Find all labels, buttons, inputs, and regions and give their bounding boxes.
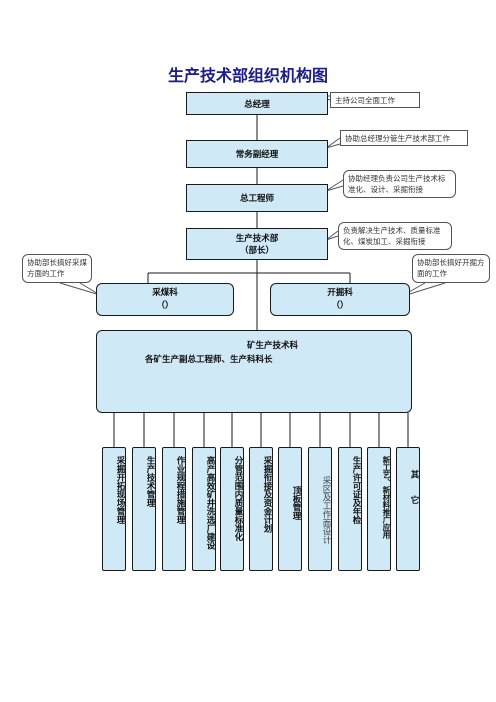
tunneling-label: 开掘科 bbox=[327, 288, 353, 298]
coal-mining-section-box: 采煤科 （） bbox=[96, 283, 234, 316]
function-column: 顶板管理 bbox=[278, 447, 302, 571]
executive-deputy-label: 常务副经理 bbox=[235, 150, 279, 160]
function-column: 分管范围内质量标准化 bbox=[220, 447, 244, 571]
tech-dept-label: 生产技术部 bbox=[235, 234, 279, 244]
chart-title: 生产技术部组织机构图 bbox=[167, 66, 328, 85]
function-column: 高产高效矿井洗选厂建设 bbox=[192, 447, 216, 571]
function-column: 作业规程措施管理 bbox=[162, 447, 186, 571]
note-tech-dept: 负责解决生产技术、质量标准化、煤炭加工、采掘衔接 bbox=[338, 222, 452, 250]
function-column: 新工艺、新材料推广应用 bbox=[367, 447, 391, 571]
tunneling-section-box: 开掘科 （） bbox=[270, 283, 410, 316]
function-column: 其 它 bbox=[396, 447, 420, 571]
tech-dept-head: （部长） bbox=[239, 246, 274, 256]
mine-tech-label: 矿生产技术科 bbox=[247, 341, 299, 351]
function-column: 采掘开拓现场管理 bbox=[102, 447, 126, 571]
executive-deputy-box: 常务副经理 bbox=[186, 140, 328, 168]
coal-mining-label: 采煤科 bbox=[152, 288, 178, 298]
note-chief-engineer: 协助经理负责公司生产技术标准化、设计、采掘衔接 bbox=[343, 170, 456, 198]
note-coal-mining: 协助部长搞好采煤方面的工作 bbox=[22, 254, 92, 283]
chief-engineer-label: 总工程师 bbox=[239, 194, 274, 204]
note-general-manager: 主持公司全面工作 bbox=[330, 92, 420, 108]
coal-mining-head: （） bbox=[156, 301, 174, 311]
tunneling-head: （） bbox=[331, 301, 349, 311]
note-tunneling: 协助部长搞好开掘方面的工作 bbox=[412, 254, 490, 283]
function-column: 生产技术管理 bbox=[132, 447, 156, 571]
chief-engineer-box: 总工程师 bbox=[186, 184, 328, 212]
general-manager-box: 总经理 bbox=[186, 92, 328, 115]
function-column: 采区及工作面设计 bbox=[308, 447, 332, 571]
tech-dept-box: 生产技术部 （部长） bbox=[186, 228, 328, 260]
function-column: 生产许可证及年检 bbox=[338, 447, 362, 571]
mine-tech-section-box: 矿生产技术科 各矿生产副总工程师、生产科科长 bbox=[96, 330, 412, 413]
mine-tech-members: 各矿生产副总工程师、生产科科长 bbox=[145, 355, 273, 365]
function-column: 采掘衔接及资金计划 bbox=[249, 447, 273, 571]
general-manager-label: 总经理 bbox=[244, 99, 270, 110]
note-executive-deputy: 协助总经理分管生产技术部工作 bbox=[340, 130, 468, 146]
